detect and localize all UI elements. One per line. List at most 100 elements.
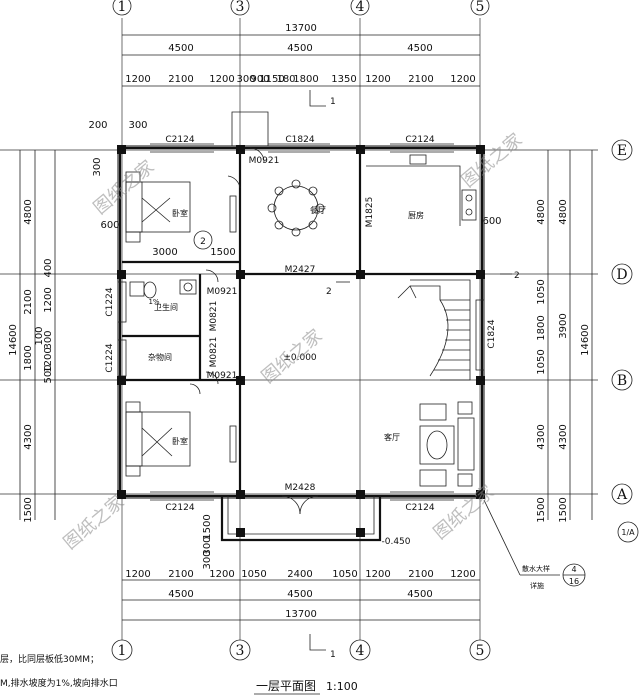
dim-left-in-6: 500 — [43, 364, 54, 383]
dim-right-600: 600 — [482, 216, 501, 227]
dim-left-1: 4800 — [23, 199, 34, 224]
label-m0921-store: M0921 — [207, 371, 238, 381]
label-m0921-bath: M0921 — [207, 287, 238, 297]
dim-left-win-3000: 3000 — [152, 247, 177, 258]
dim-left-5: 1500 — [23, 497, 34, 522]
label-c2124-bottom-right: C2124 — [405, 503, 434, 513]
dim-bot-total: 13700 — [285, 609, 317, 620]
room-labels: 卧室 餐厅 厨房 卫生间 杂物间 卧室 客厅 — [148, 206, 424, 446]
note-line-2: M,排水坡度为1%,坡向排水口 — [0, 677, 118, 689]
detail-text-1: 散水大样 — [522, 564, 550, 573]
dim-bot-d3: 1200 — [209, 569, 234, 580]
dim-top-d5: 900 — [250, 74, 269, 85]
walls — [117, 111, 485, 542]
watermark-4: 图纸之家 — [60, 491, 129, 553]
axis-top-5: 5 — [476, 0, 485, 15]
axis-bottom-3: 3 — [236, 643, 245, 659]
dim-right-in-3: 1050 — [536, 349, 547, 374]
dim-bot-small-3: 300 — [202, 550, 213, 569]
dim-left-in-3: 300 — [43, 330, 54, 349]
dim-right-1: 4800 — [536, 199, 547, 224]
top-dimensions: 13700 4500 4500 4500 1200 2100 1200 300 … — [88, 23, 480, 131]
room-bedroom-top: 卧室 — [172, 208, 188, 218]
label-m0821-a: M0821 — [209, 301, 219, 332]
dim-bot-d7: 1200 — [365, 569, 390, 580]
dim-top-d6: 1150 — [259, 74, 284, 85]
drawing-title: 一层平面图 — [256, 679, 316, 693]
dim-top-d2: 2100 — [168, 74, 193, 85]
section-mark-top: 1 — [330, 97, 336, 107]
dim-left-in-1: 1200 — [43, 287, 54, 312]
dim-top-bay-3: 4500 — [407, 43, 432, 54]
dim-left-300: 300 — [92, 157, 103, 176]
label-c2124-top-left: C2124 — [165, 135, 194, 145]
dim-right-in-2: 1800 — [536, 315, 547, 340]
room-storage: 杂物间 — [148, 352, 172, 362]
axis-top-1: 1 — [118, 0, 127, 15]
axis-bubbles-top: 1 3 4 5 — [112, 0, 490, 16]
dim-bot-small-1: 1500 — [202, 514, 213, 539]
dim-right-3: 4300 — [536, 424, 547, 449]
dim-left-2: 2100 — [23, 289, 34, 314]
axis-right-1A: 1/A — [621, 528, 635, 537]
dim-top-d11: 2100 — [408, 74, 433, 85]
dim-left-win-600: 600 — [100, 220, 119, 231]
axis-bottom-5: 5 — [476, 643, 485, 659]
watermark-5: 图纸之家 — [430, 481, 499, 543]
callout-2: 2 — [200, 237, 206, 247]
misc-labels: ±0.000 -0.450 1% 1 1 2 2 2 层，比同层板低30MM； … — [0, 97, 579, 695]
axis-bubbles-right: E D B A 1/A — [611, 139, 639, 543]
room-dining: 餐厅 — [310, 206, 326, 215]
label-m1825: M1825 — [365, 197, 375, 228]
label-c1824-right: C1824 — [487, 319, 497, 348]
dim-top-d1: 1200 — [125, 74, 150, 85]
right-dimensions: 4800 4800 3900 4300 4300 1500 1500 1050 … — [482, 150, 593, 523]
dim-left-in-5: 400 — [43, 258, 54, 277]
outdoor-level: -0.450 — [381, 537, 410, 547]
dim-right-total: 14600 — [580, 324, 591, 356]
section-mark-bottom: 1 — [330, 650, 336, 660]
watermark-2: 图纸之家 — [458, 129, 527, 191]
label-m0821-b: M0821 — [209, 337, 219, 368]
axis-right-E: E — [617, 143, 627, 159]
axis-bottom-1: 1 — [118, 643, 127, 659]
dim-right-1b: 4800 — [558, 199, 569, 224]
floor-level: ±0.000 — [283, 353, 317, 363]
dim-top-small-1: 200 — [88, 120, 107, 131]
dim-1500: 1500 — [210, 247, 235, 258]
dim-top-bay-2: 4500 — [287, 43, 312, 54]
axis-bubbles-bottom: 1 3 4 5 — [111, 639, 491, 661]
label-m0921-top: M0921 — [249, 156, 280, 166]
drawing-scale: 1:100 — [326, 680, 358, 693]
dim-bot-bay-2: 4500 — [287, 589, 312, 600]
room-bedroom-bottom: 卧室 — [172, 436, 188, 446]
dim-left-3: 1800 — [23, 345, 34, 370]
dim-right-in-1: 1050 — [536, 279, 547, 304]
label-c1824-top: C1824 — [285, 135, 314, 145]
dim-bot-small-2: 300 — [202, 536, 213, 555]
section-mark-2-right: 2 — [514, 271, 520, 281]
bottom-dimensions: 1200 2100 1200 1050 2400 1050 1200 2100 … — [122, 514, 480, 621]
dim-bot-d5: 2400 — [287, 569, 312, 580]
detail-text-2: 详施 — [530, 581, 544, 590]
dim-bot-d2: 2100 — [168, 569, 193, 580]
dim-left-in-2: 1200 — [43, 347, 54, 372]
detail-ref-bottom: 16 — [569, 577, 579, 586]
label-c2124-top-right: C2124 — [405, 135, 434, 145]
dim-bot-d6: 1050 — [332, 569, 357, 580]
dim-top-d3: 1200 — [209, 74, 234, 85]
dim-top-total: 13700 — [285, 23, 317, 34]
label-c1224-b: C1224 — [105, 343, 115, 372]
room-kitchen: 厨房 — [408, 210, 424, 220]
label-c2124-bottom-left: C2124 — [165, 503, 194, 513]
dim-top-d8: 1800 — [293, 74, 318, 85]
label-m2427: M2427 — [285, 265, 316, 275]
dim-left-total: 14600 — [8, 324, 19, 356]
dim-top-d9: 1350 — [331, 74, 356, 85]
dim-bot-bay-1: 4500 — [168, 589, 193, 600]
dim-top-d10: 1200 — [365, 74, 390, 85]
note-line-1: 层，比同层板低30MM； — [0, 653, 99, 665]
axis-grid — [0, 18, 598, 640]
